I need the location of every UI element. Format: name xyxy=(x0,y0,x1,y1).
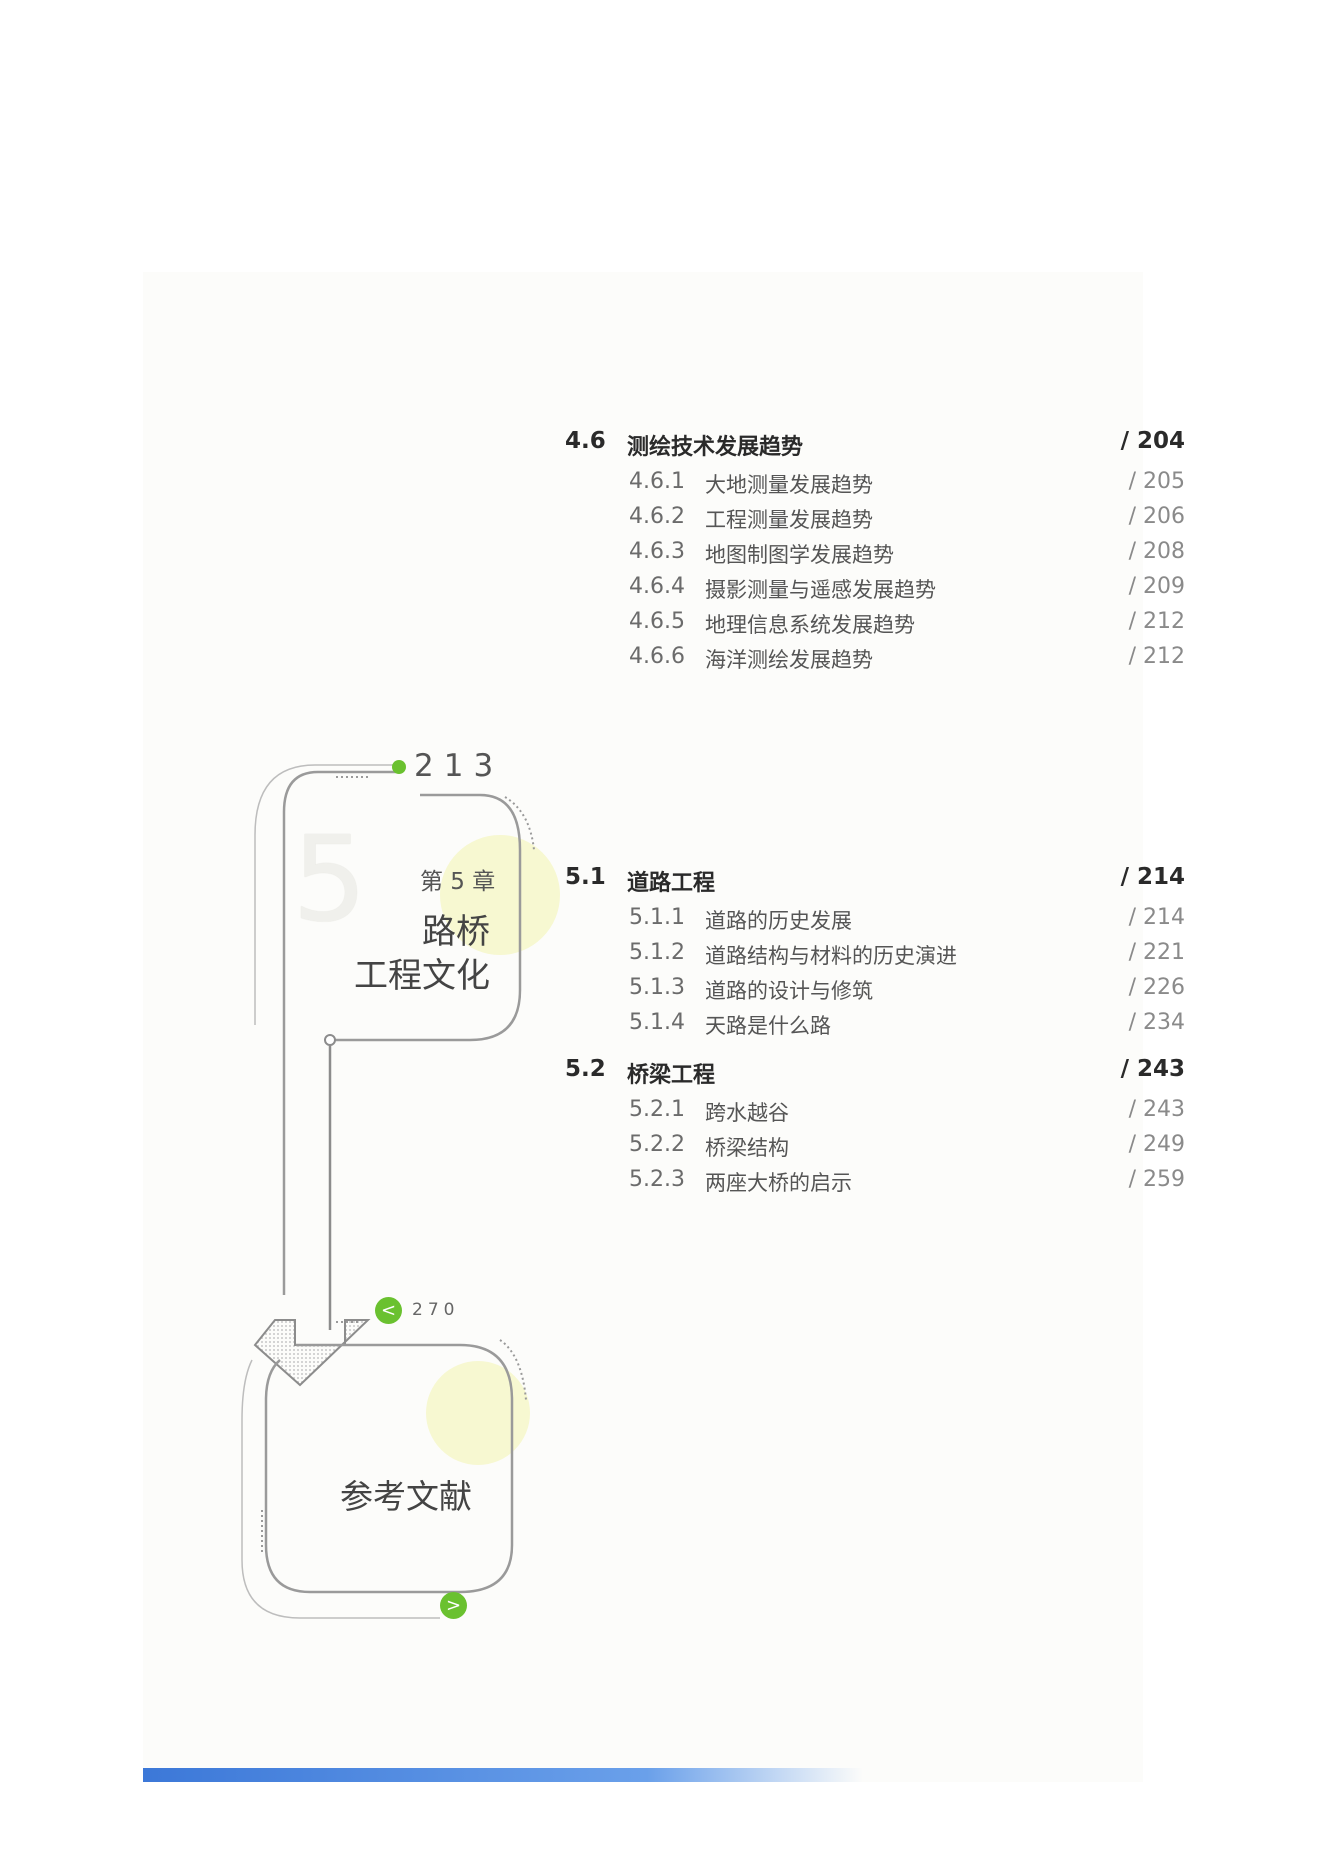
references-title[interactable]: 参考文献 xyxy=(340,1477,472,1516)
subsection-number: 5.1.3 xyxy=(629,975,685,1000)
subsection-number: 5.1.2 xyxy=(629,940,685,965)
subsection-number: 4.6.5 xyxy=(629,609,685,634)
chapter-title-line1: 路桥 xyxy=(422,912,490,952)
subsection-title: 工程测量发展趋势 xyxy=(705,508,873,532)
subsection-page: / 243 xyxy=(1128,1097,1185,1122)
subsection-page: / 221 xyxy=(1128,940,1185,965)
section-title: 道路工程 xyxy=(627,871,716,896)
subsection-number: 5.2.1 xyxy=(629,1097,685,1122)
section-page: / 243 xyxy=(1120,1056,1185,1082)
section-title: 桥梁工程 xyxy=(627,1063,716,1088)
chapter-card-outline xyxy=(282,770,522,1295)
references-card-outline xyxy=(264,1343,514,1594)
bottom-edge-bar xyxy=(143,1768,863,1782)
subsection-title: 摄影测量与遥感发展趋势 xyxy=(705,578,936,602)
subsection-page: / 249 xyxy=(1128,1132,1185,1157)
subsection-title: 桥梁结构 xyxy=(705,1136,789,1160)
references-outer-arc xyxy=(241,1359,440,1619)
toc-subsection-row[interactable]: 5.1.2 道路结构与材料的历史演进 / 221 xyxy=(565,940,1185,974)
chapter-outer-arc xyxy=(254,764,396,1025)
chapter-title: 路桥 工程文化 xyxy=(300,910,490,998)
page-sheet xyxy=(143,272,1143,1782)
toc-subsection-row[interactable]: 4.6.1 大地测量发展趋势 / 205 xyxy=(565,469,1185,503)
subsection-page: / 259 xyxy=(1128,1167,1185,1192)
subsection-number: 5.2.2 xyxy=(629,1132,685,1157)
subsection-page: / 226 xyxy=(1128,975,1185,1000)
chapter-highlight-circle xyxy=(440,835,560,955)
subsection-title: 海洋测绘发展趋势 xyxy=(705,648,873,672)
toc-subsection-row[interactable]: 5.1.3 道路的设计与修筑 / 226 xyxy=(565,975,1185,1009)
subsection-page: / 212 xyxy=(1128,609,1185,634)
toc-subsection-row[interactable]: 4.6.5 地理信息系统发展趋势 / 212 xyxy=(565,609,1185,643)
toc-subsection-row[interactable]: 5.2.2 桥梁结构 / 249 xyxy=(565,1132,1185,1166)
toc-subsection-row[interactable]: 4.6.4 摄影测量与遥感发展趋势 / 209 xyxy=(565,574,1185,608)
chapter-start-page[interactable]: 213 xyxy=(414,748,504,784)
subsection-title: 大地测量发展趋势 xyxy=(705,473,873,497)
toc-section-row[interactable]: 4.6 测绘技术发展趋势 / 204 xyxy=(565,428,1185,462)
section-page: / 214 xyxy=(1120,864,1185,890)
subsection-page: / 206 xyxy=(1128,504,1185,529)
toc-subsection-row[interactable]: 4.6.6 海洋测绘发展趋势 / 212 xyxy=(565,644,1185,678)
subsection-number: 4.6.3 xyxy=(629,539,685,564)
subsection-number: 5.1.4 xyxy=(629,1010,685,1035)
subsection-title: 地理信息系统发展趋势 xyxy=(705,613,915,637)
section-title: 测绘技术发展趋势 xyxy=(627,435,804,460)
subsection-page: / 205 xyxy=(1128,469,1185,494)
chapter-title-line2: 工程文化 xyxy=(354,956,490,996)
subsection-title: 道路结构与材料的历史演进 xyxy=(705,944,957,968)
references-dotted-arc xyxy=(499,1339,527,1401)
section-number: 5.1 xyxy=(565,864,606,890)
toc-subsection-row[interactable]: 5.2.1 跨水越谷 / 243 xyxy=(565,1097,1185,1131)
subsection-title: 跨水越谷 xyxy=(705,1101,789,1125)
next-arrow-icon[interactable]: > xyxy=(440,1592,467,1619)
subsection-page: / 209 xyxy=(1128,574,1185,599)
subsection-page: / 208 xyxy=(1128,539,1185,564)
toc-section-row[interactable]: 5.1 道路工程 / 214 xyxy=(565,864,1185,898)
subsection-number: 5.2.3 xyxy=(629,1167,685,1192)
toc-subsection-row[interactable]: 5.1.1 道路的历史发展 / 214 xyxy=(565,905,1185,939)
chapter-dotted-arc xyxy=(504,796,535,851)
section-number: 4.6 xyxy=(565,428,606,454)
references-highlight-circle xyxy=(426,1361,530,1465)
toc-subsection-row[interactable]: 5.2.3 两座大桥的启示 / 259 xyxy=(565,1167,1185,1201)
subsection-number: 5.1.1 xyxy=(629,905,685,930)
down-arrow xyxy=(253,1319,371,1387)
toc-subsection-row[interactable]: 4.6.2 工程测量发展趋势 / 206 xyxy=(565,504,1185,538)
subsection-title: 道路的历史发展 xyxy=(705,909,852,933)
subsection-title: 天路是什么路 xyxy=(705,1014,831,1038)
toc-section-row[interactable]: 5.2 桥梁工程 / 243 xyxy=(565,1056,1185,1090)
section-number: 5.2 xyxy=(565,1056,606,1082)
subsection-page: / 214 xyxy=(1128,905,1185,930)
subsection-page: / 234 xyxy=(1128,1010,1185,1035)
subsection-title: 两座大桥的启示 xyxy=(705,1171,852,1195)
toc-subsection-row[interactable]: 5.1.4 天路是什么路 / 234 xyxy=(565,1010,1185,1044)
subsection-page: / 212 xyxy=(1128,644,1185,669)
subsection-number: 4.6.2 xyxy=(629,504,685,529)
section-page: / 204 xyxy=(1120,428,1185,454)
chapter-start-dot xyxy=(392,760,406,774)
toc-subsection-row[interactable]: 4.6.3 地图制图学发展趋势 / 208 xyxy=(565,539,1185,573)
subsection-number: 4.6.4 xyxy=(629,574,685,599)
subsection-number: 4.6.6 xyxy=(629,644,685,669)
subsection-title: 道路的设计与修筑 xyxy=(705,979,873,1003)
chapter-label: 第 5 章 xyxy=(420,869,496,895)
subsection-title: 地图制图学发展趋势 xyxy=(705,543,894,567)
references-page[interactable]: 270 xyxy=(412,1300,460,1320)
prev-arrow-icon[interactable]: < xyxy=(375,1297,402,1324)
chapter-number-watermark: 5 xyxy=(292,810,368,948)
subsection-number: 4.6.1 xyxy=(629,469,685,494)
chapter-end-node xyxy=(324,1034,336,1046)
